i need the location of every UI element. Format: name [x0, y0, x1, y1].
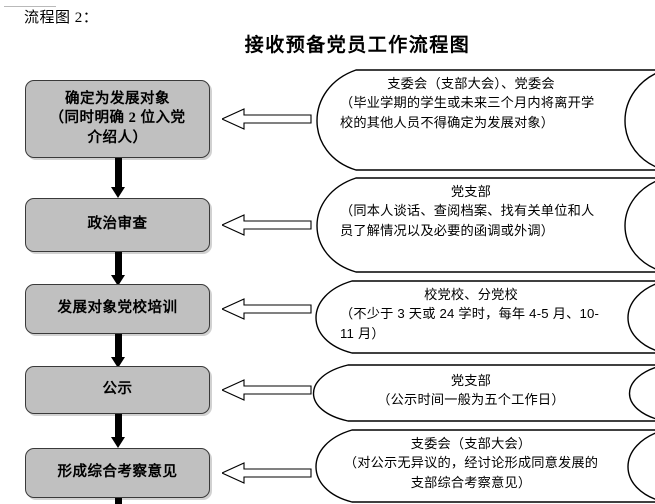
figure-caption: 流程图 2： [24, 10, 99, 26]
process-box-step-2[interactable]: 政治审查 [25, 198, 210, 252]
note-text: 支委会（支部大会）、党委会 （毕业学期的学生或未来三个月内将离开学校的其他人员不… [312, 68, 655, 138]
note-shape-step-1: 支委会（支部大会）、党委会 （毕业学期的学生或未来三个月内将离开学校的其他人员不… [312, 68, 655, 172]
note-outline [312, 279, 655, 355]
process-box-label: 形成综合考察意见 [57, 464, 178, 481]
down-arrow-2-to-3 [111, 252, 125, 286]
process-box-step-5[interactable]: 形成综合考察意见 [25, 448, 210, 498]
note-body: （同本人谈话、查阅档案、找有关单位和人员了解情况以及必要的函调或外调） [340, 203, 595, 238]
down-arrow-3-to-4 [111, 334, 125, 368]
note-text: 支委会（支部大会） （对公示无异议的，经讨论形成同意发展的支部综合考察意见） [312, 428, 655, 498]
note-heading: 党支部 [450, 184, 492, 199]
note-shape-step-4: 党支部 （公示时间一般为五个工作日） [312, 363, 655, 423]
note-shape-step-3: 校党校、分党校 （不少于 3 天或 24 学时，每年 4-5 月、10-11 月… [312, 279, 655, 355]
note-body: （公示时间一般为五个工作日） [377, 392, 565, 408]
note-heading: 支委会（支部大会） [410, 436, 532, 451]
note-shape-step-5: 支委会（支部大会） （对公示无异议的，经讨论形成同意发展的支部综合考察意见） [312, 428, 655, 504]
process-box-label: 政治审查 [87, 216, 148, 233]
process-box-label: 发展对象党校培训 [57, 300, 178, 317]
process-box-label: 公示 [102, 381, 133, 398]
left-arrow-1 [222, 108, 312, 130]
note-outline [312, 176, 655, 274]
note-heading: 支委会（支部大会）、党委会 [387, 76, 555, 91]
note-heading: 党支部 [450, 373, 492, 388]
down-arrow-1-to-2 [111, 158, 125, 198]
ruler-tick [4, 6, 56, 7]
process-box-step-3[interactable]: 发展对象党校培训 [25, 284, 210, 334]
note-outline [312, 68, 655, 172]
down-arrow-4-to-5 [111, 414, 125, 448]
process-box-step-1[interactable]: 确定为发展对象 （同时明确 2 位入党 介绍人） [25, 80, 210, 158]
note-body: （毕业学期的学生或未来三个月内将离开学校的其他人员不得确定为发展对象） [340, 95, 595, 130]
left-arrow-4 [222, 379, 312, 401]
down-arrow-tail [111, 498, 125, 504]
note-body: （对公示无异议的，经讨论形成同意发展的支部综合考察意见） [343, 455, 599, 490]
process-box-step-4[interactable]: 公示 [25, 366, 210, 414]
note-body: （不少于 3 天或 24 学时，每年 4-5 月、10-11 月） [340, 306, 600, 341]
page-title: 接收预备党员工作流程图 [244, 35, 471, 56]
note-text: 校党校、分党校 （不少于 3 天或 24 学时，每年 4-5 月、10-11 月… [312, 279, 655, 349]
left-arrow-2 [222, 214, 312, 236]
note-text: 党支部 （同本人谈话、查阅档案、找有关单位和人员了解情况以及必要的函调或外调） [312, 176, 655, 246]
note-text: 党支部 （公示时间一般为五个工作日） [312, 363, 655, 416]
left-arrow-5 [222, 462, 312, 484]
note-outline [312, 363, 655, 423]
note-heading: 校党校、分党校 [424, 287, 518, 302]
note-shape-step-2: 党支部 （同本人谈话、查阅档案、找有关单位和人员了解情况以及必要的函调或外调） [312, 176, 655, 274]
note-outline [312, 428, 655, 504]
left-arrow-3 [222, 298, 312, 320]
process-box-label: 确定为发展对象 （同时明确 2 位入党 介绍人） [49, 91, 186, 146]
